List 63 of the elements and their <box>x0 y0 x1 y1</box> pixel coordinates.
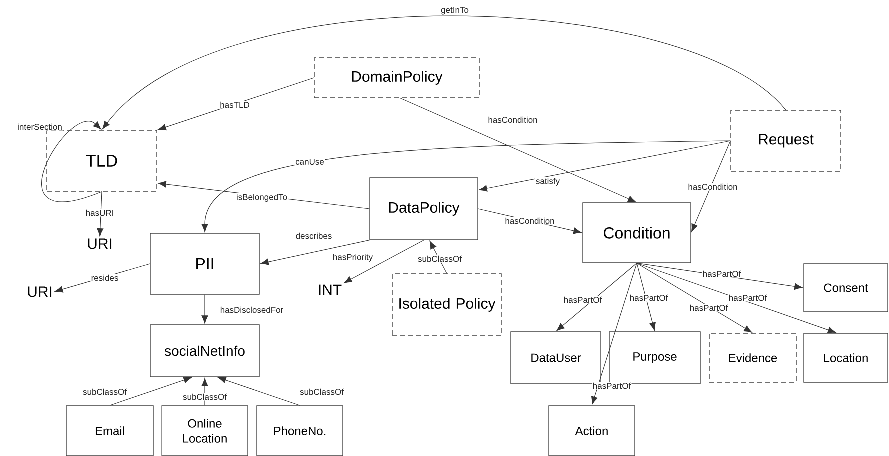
arrow <box>692 140 731 232</box>
arrow <box>202 294 208 324</box>
edge-label: hasDisclosedFor <box>220 306 284 314</box>
edge-label: hasPartOf <box>702 270 742 278</box>
arrow <box>636 263 752 333</box>
edge-label: hasCondition <box>504 217 556 225</box>
arrow <box>202 378 208 406</box>
arrow <box>97 192 104 237</box>
edge-label: hasPartOf <box>629 294 669 302</box>
type-label: INT <box>319 284 342 296</box>
edge-label: hasPartOf <box>563 296 603 304</box>
edge-label: hasURI <box>85 209 115 217</box>
class-box: DataUser <box>510 332 602 384</box>
class-box: socialNetInfo <box>150 324 260 378</box>
class-box: DataPolicy <box>370 178 478 240</box>
arrow <box>42 121 102 202</box>
edge-label: canUse <box>295 158 326 166</box>
class-box: Request <box>730 110 842 172</box>
arrow <box>110 377 192 406</box>
edge-label: hasCondition <box>688 183 738 191</box>
edge-label: hasPartOf <box>592 382 632 390</box>
class-box: Action <box>548 406 636 456</box>
class-box: Isolated Policy <box>392 274 502 336</box>
edge-label: interSection <box>16 123 64 131</box>
edge-label: subClassOf <box>299 388 345 396</box>
arrow <box>202 140 731 232</box>
arrow <box>102 16 786 130</box>
arrow <box>400 98 636 202</box>
arrow <box>556 263 638 332</box>
edge-label: hasTLD <box>220 101 250 109</box>
type-label: URI <box>28 286 52 298</box>
arrow <box>430 241 448 274</box>
class-box: TLD <box>46 130 158 192</box>
type-label: URI <box>88 238 112 250</box>
edge-label: satisfy <box>535 177 561 187</box>
edge-label: describes <box>295 232 333 240</box>
edge-label: hasPartOf <box>689 304 729 312</box>
arrow <box>636 263 836 334</box>
edge-label: getInTo <box>440 6 470 16</box>
arrow <box>636 263 656 331</box>
arrow <box>344 240 424 284</box>
arrow <box>158 78 314 131</box>
class-box: Email <box>66 406 154 456</box>
class-box: PII <box>150 233 260 295</box>
arrow <box>479 140 731 192</box>
class-box: Evidence <box>709 333 797 383</box>
edge-label: isBelongedTo <box>236 193 288 203</box>
class-box: Condition <box>582 202 692 264</box>
edge-label: hasPartOf <box>728 294 768 302</box>
arrow <box>260 240 370 266</box>
class-box: DomainPolicy <box>314 58 480 98</box>
arrow <box>592 263 638 405</box>
class-box: PhoneNo. <box>256 406 344 456</box>
class-box: Consent <box>804 264 888 312</box>
edge-label: subClassOf <box>417 255 463 263</box>
edge-label: subClassOf <box>82 388 128 396</box>
edge-label: hasPriority <box>332 253 374 263</box>
edge-label: subClassOf <box>182 393 228 401</box>
edge-label: hasCondition <box>488 116 538 124</box>
arrow <box>218 377 300 406</box>
class-box: Location <box>804 333 888 383</box>
edge-label: resides <box>90 274 120 282</box>
class-box: Online Location <box>162 406 248 456</box>
